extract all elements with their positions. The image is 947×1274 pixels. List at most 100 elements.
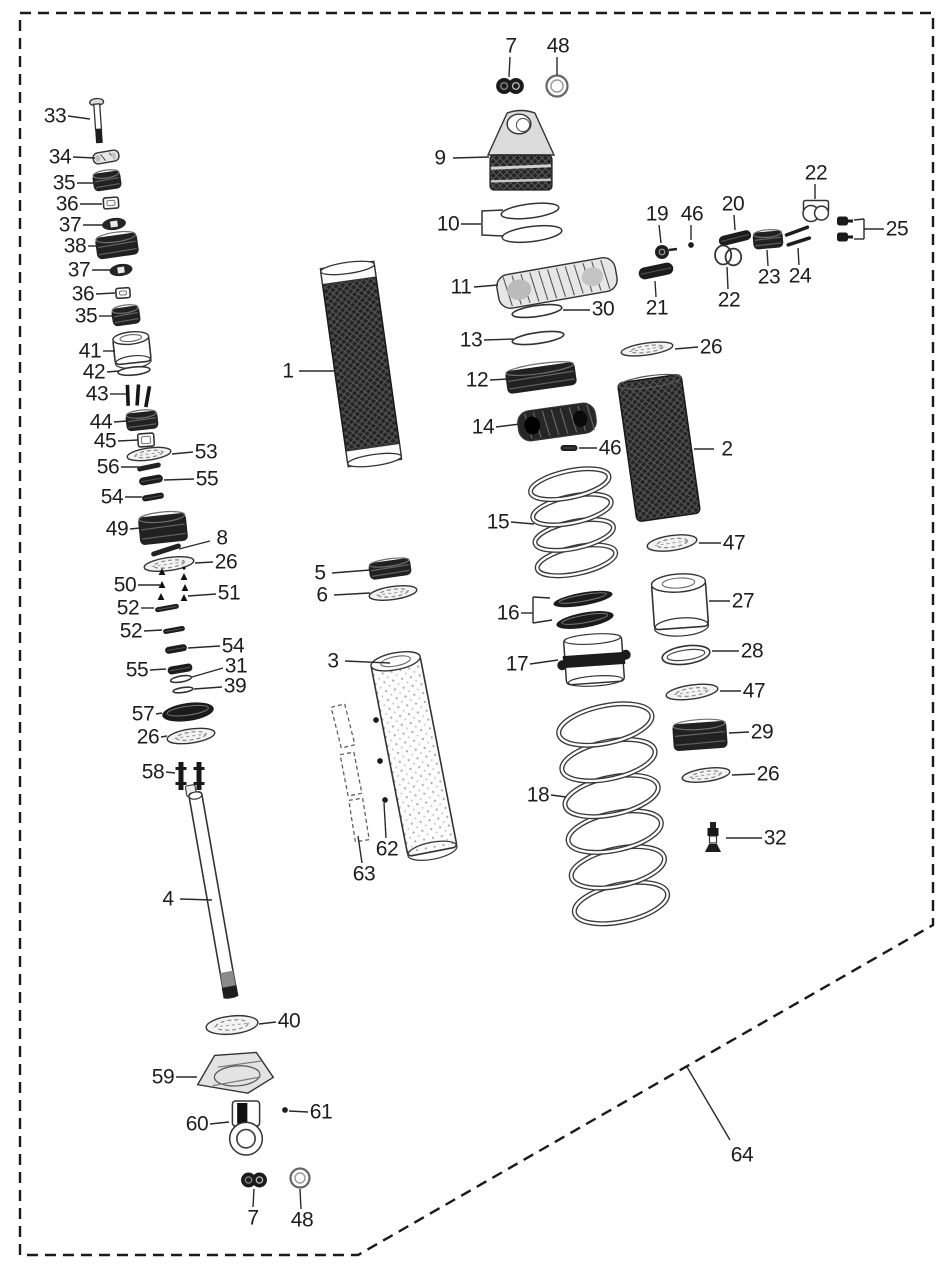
- part-8: [151, 543, 181, 557]
- part-11: [496, 257, 618, 309]
- part-32: [705, 822, 721, 852]
- leader-callout-24: [797, 247, 800, 266]
- part-25: [837, 216, 853, 242]
- part-49: [138, 510, 188, 545]
- leader-callout-4: [179, 898, 213, 901]
- part-7-2: [496, 78, 524, 94]
- part-17: [557, 633, 631, 687]
- part-37-2: [109, 263, 133, 277]
- part-26-2: [166, 727, 216, 745]
- part-46: [560, 445, 578, 451]
- leader-callout-8: [178, 540, 211, 550]
- leader-callout-17: [529, 659, 559, 665]
- part-19: [655, 245, 678, 259]
- part-6: [368, 585, 418, 601]
- part-31: [169, 674, 193, 684]
- part-40: [205, 1014, 259, 1036]
- part-22-2: [714, 244, 743, 267]
- leader-callout-48: [299, 1188, 302, 1210]
- part-28: [661, 644, 711, 666]
- part-1: [319, 260, 403, 468]
- part-45: [136, 432, 156, 448]
- part-48: [289, 1167, 311, 1189]
- part-23: [752, 229, 784, 250]
- leader-callout-40: [258, 1021, 277, 1025]
- part-14: [517, 402, 597, 442]
- part-24: [784, 225, 812, 247]
- leader-callout-26-2: [160, 735, 168, 738]
- leader-callout-5: [331, 569, 371, 574]
- leader-callout-23: [766, 249, 769, 267]
- part-35: [92, 169, 122, 192]
- part-55: [139, 474, 163, 486]
- leader-callout-14: [495, 423, 521, 428]
- leader-callout-20: [733, 214, 736, 231]
- part-59: [196, 1051, 275, 1094]
- part-62-2: [377, 758, 383, 764]
- leader-callout-36-2: [95, 292, 116, 295]
- part-16: [553, 590, 613, 608]
- leader-callout-31: [191, 667, 224, 678]
- part-4: [184, 784, 239, 999]
- part-27: [650, 573, 710, 637]
- part-34: [92, 149, 120, 165]
- part-22: [802, 199, 830, 223]
- part-3: [370, 650, 458, 861]
- leader-callout-16: [532, 596, 551, 599]
- leader-callout-12: [489, 378, 509, 381]
- part-5: [368, 557, 412, 580]
- part-12: [505, 361, 577, 394]
- leader-callout-26: [194, 561, 214, 564]
- leader-callout-39: [193, 686, 223, 690]
- leader-callout-62: [383, 802, 387, 839]
- leader-callout-16: [532, 619, 553, 624]
- leader-callout-18: [550, 794, 567, 798]
- part-10: [481, 202, 563, 244]
- part-16-2: [556, 611, 614, 629]
- part-54: [142, 492, 164, 502]
- part-62: [373, 717, 379, 723]
- part-47: [646, 534, 698, 552]
- part-60: [228, 1100, 264, 1156]
- leader-callout-26-4: [731, 773, 756, 776]
- part-55-2: [167, 663, 193, 675]
- part-53: [126, 446, 172, 462]
- leader-callout-63: [357, 835, 363, 864]
- part-43: [125, 384, 152, 408]
- leader-callout-55-2: [149, 668, 167, 671]
- leader-callout-44: [113, 420, 128, 423]
- leader-callout-57: [155, 712, 163, 715]
- leader-callout-49: [129, 527, 141, 530]
- leader-callout-19: [658, 224, 662, 244]
- leader-callout-13: [483, 338, 514, 341]
- part-37: [102, 217, 126, 231]
- part-13: [511, 330, 565, 346]
- part-61: [282, 1107, 288, 1113]
- part-36: [102, 196, 120, 210]
- part-9: [486, 109, 556, 191]
- leader-callout-15: [510, 521, 535, 525]
- part-41: [112, 330, 152, 369]
- diagram-dashed-border: [18, 11, 935, 1257]
- part-62-3: [382, 797, 388, 803]
- part-26-4: [681, 767, 731, 783]
- part-2: [617, 373, 701, 522]
- part-50: [157, 566, 189, 601]
- leader-callout-26-3: [674, 346, 699, 350]
- part-56: [137, 462, 161, 472]
- leader-callout-52-2: [143, 629, 163, 632]
- part-57: [162, 702, 214, 722]
- leader-callout-34: [72, 156, 96, 159]
- leader-callout-33: [67, 115, 91, 120]
- part-52-2: [163, 626, 185, 634]
- leader-callout-9: [452, 156, 490, 159]
- part-58: [175, 762, 205, 790]
- part-20: [718, 230, 752, 246]
- leader-callout-11: [473, 284, 499, 288]
- part-36-2: [115, 286, 131, 300]
- part-33: [88, 97, 105, 144]
- leader-callout-3: [344, 660, 391, 664]
- part-44: [125, 409, 159, 432]
